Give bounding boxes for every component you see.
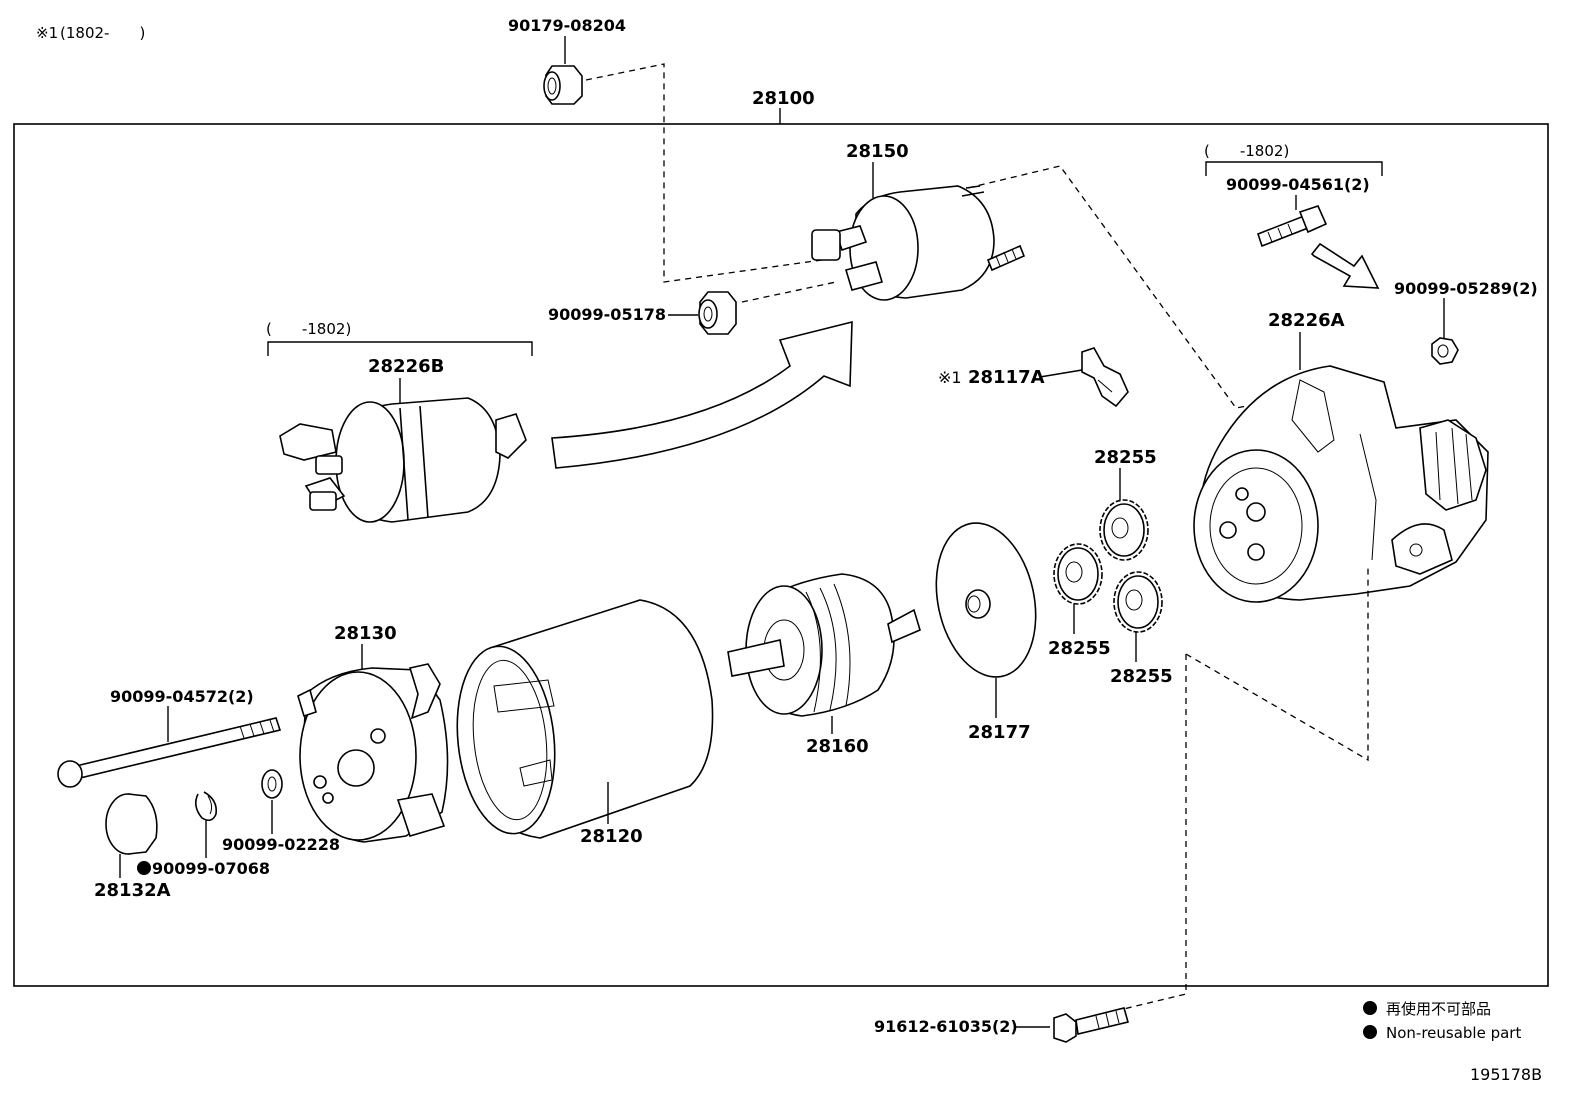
range-90099-04561: ( -1802) (1204, 142, 1289, 160)
assembly-label: 28100 (752, 88, 815, 109)
label-90099-07068[interactable]: 90099-07068 (152, 859, 270, 878)
label-28255-right[interactable]: 28255 (1110, 666, 1173, 687)
nut-90099-05289 (1431, 337, 1459, 365)
yoke-28120 (456, 599, 714, 839)
range-28226B: ( -1802) (266, 320, 351, 338)
gear-28255-top (1099, 499, 1149, 561)
footnote-range: (1802- ) (60, 24, 145, 42)
bolt-90099-04561 (1257, 205, 1328, 248)
legend-marker-icon (1363, 1001, 1377, 1015)
diagram-id: 195178B (1470, 1065, 1542, 1084)
label-28120[interactable]: 28120 (580, 826, 643, 847)
assembly-frame (13, 123, 1549, 987)
gear-28255-right (1113, 571, 1163, 633)
label-28150[interactable]: 28150 (846, 141, 909, 162)
label-90099-02228[interactable]: 90099-02228 (222, 835, 340, 854)
snap-ring-90099-07068 (194, 791, 218, 822)
label-91612-61035[interactable]: 91612-61035(2) (874, 1017, 1018, 1036)
label-28226A[interactable]: 28226A (1268, 310, 1345, 331)
gear-28255-left (1053, 543, 1103, 605)
label-90179-08204[interactable]: 90179-08204 (508, 16, 626, 35)
label-28117A[interactable]: 28117A (968, 367, 1045, 388)
legend: 再使用不可部品 Non-reusable part (1363, 1000, 1521, 1042)
label-28130[interactable]: 28130 (334, 623, 397, 644)
label-28132A[interactable]: 28132A (94, 880, 171, 901)
non-reusable-marker-icon (137, 861, 151, 875)
label-90099-04561[interactable]: 90099-04561(2) (1226, 175, 1370, 194)
label-28255-top[interactable]: 28255 (1094, 447, 1157, 468)
label-90099-05178[interactable]: 90099-05178 (548, 305, 666, 324)
label-28177[interactable]: 28177 (968, 722, 1031, 743)
washer-90099-02228 (261, 769, 283, 799)
legend-marker-icon (1363, 1025, 1377, 1039)
replacement-arrow-icon (551, 320, 853, 469)
mark-28117A: ※1 (938, 368, 962, 387)
nut-90099-05178 (698, 291, 737, 335)
solenoid-28226B (279, 397, 527, 523)
thru-bolt-90099-04572 (57, 717, 282, 788)
label-28160[interactable]: 28160 (806, 736, 869, 757)
legend-jp: 再使用不可部品 (1386, 1000, 1491, 1018)
lever-28117A (1081, 347, 1129, 408)
label-90099-05289[interactable]: 90099-05289(2) (1394, 279, 1538, 298)
direction-arrow-icon (1310, 242, 1380, 289)
plate-28177 (935, 522, 1037, 678)
nut-90179-08204 (543, 65, 583, 105)
footnote-mark: ※1 (36, 24, 58, 42)
legend-en: Non-reusable part (1386, 1024, 1521, 1042)
bolt-91612-61035 (1053, 1007, 1129, 1043)
label-28255-left[interactable]: 28255 (1048, 638, 1111, 659)
label-90099-04572[interactable]: 90099-04572(2) (110, 687, 254, 706)
label-28226B[interactable]: 28226B (368, 356, 444, 377)
end-frame-28130 (297, 663, 449, 843)
armature-28160 (727, 573, 921, 717)
cap-28132A (105, 793, 158, 855)
housing-28226A (1193, 365, 1489, 603)
solenoid-28150 (811, 185, 1026, 301)
